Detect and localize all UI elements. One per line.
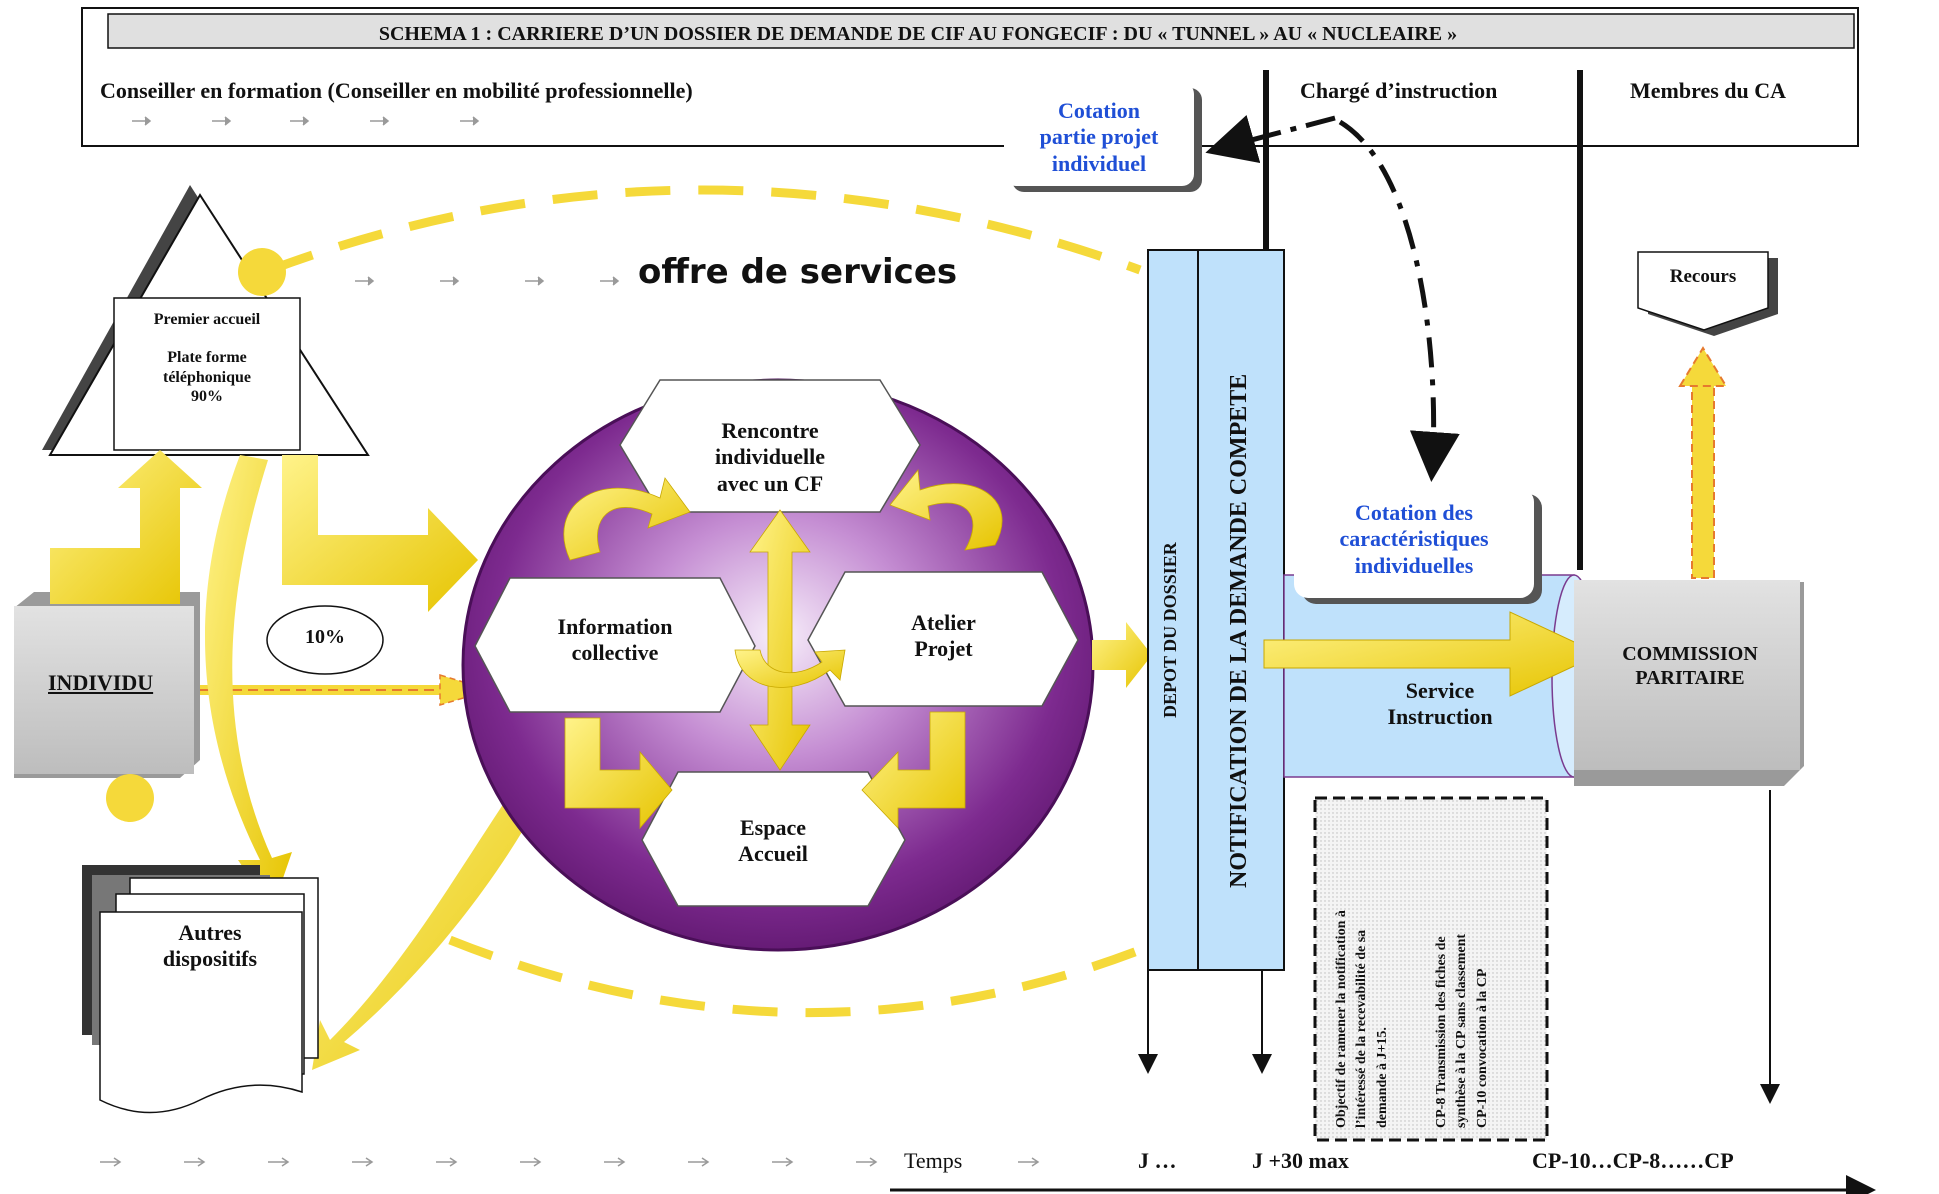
callout-cotation-caract-line3: individuelles xyxy=(1354,552,1474,578)
individu-label: INDIVIDU xyxy=(48,670,154,695)
hex-espace-label: Espace Accueil xyxy=(678,815,868,868)
individu-dashed-arrow xyxy=(200,673,493,707)
note-objectif-line2: l’intéressé de la recevabilité de sa xyxy=(1354,929,1370,1128)
atelier-line2: Projet xyxy=(914,636,973,662)
arrow-to-depot xyxy=(1092,622,1152,688)
header-frame xyxy=(81,7,1859,147)
yellow-block-arrows-left xyxy=(50,450,478,612)
commission-line2: PARITAIRE xyxy=(1635,667,1745,689)
callout-cotation-caract-line1: Cotation des xyxy=(1355,500,1473,525)
depot-notification-columns xyxy=(1147,249,1285,971)
ten-percent-label: 10% xyxy=(305,626,345,648)
timeline-cp: CP-10…CP-8……CP xyxy=(1532,1148,1734,1173)
role-membres-ca: Membres du CA xyxy=(1630,78,1787,103)
curve-arrow-back xyxy=(312,740,565,1070)
timeline-temps: Temps xyxy=(904,1148,963,1173)
curve-arrow-to-autres xyxy=(205,455,292,910)
hex-information-label: Information collective xyxy=(510,614,720,667)
diagram-title: SCHEMA 1 : CARRIERE D’UN DOSSIER DE DEMA… xyxy=(378,23,1458,45)
sphere-inner-arrows xyxy=(563,468,1003,830)
callout-cotation-projet-line3: individuel xyxy=(1051,150,1147,176)
telephonique-line: téléphonique xyxy=(162,368,251,386)
information-line1: Information xyxy=(557,614,673,639)
house-shape xyxy=(42,185,370,456)
rencontre-line1: Rencontre xyxy=(721,418,819,443)
note-objectif-line1: Objectif de ramener la notification à xyxy=(1334,910,1349,1128)
bottom-tab-arrows xyxy=(100,1157,1040,1167)
note-cp8-text: CP-8 Transmission des fiches de synthèse… xyxy=(1432,934,1493,1128)
autres-dispositifs-label: Autres dispositifs xyxy=(116,920,304,973)
callout-cotation-projet-line2: partie projet xyxy=(1039,124,1159,150)
recours-dashed-arrow xyxy=(1678,346,1728,579)
recours-shape xyxy=(1637,251,1778,336)
depot-du-dossier-label: DEPOT DU DOSSIER xyxy=(1160,542,1180,718)
hex-rencontre-label: Rencontre individuelle avec un CF xyxy=(660,418,880,497)
notification-label: NOTIFICATION DE LA DEMANDE COMPETE xyxy=(1226,373,1252,888)
hex-atelier-label: Atelier Projet xyxy=(845,610,1042,663)
information-line2: collective xyxy=(571,640,659,666)
note-box xyxy=(1313,796,1549,1142)
callout-cotation-caract-line2: caractéristiques xyxy=(1339,526,1489,552)
dashdot-arrow-to-cotation-caract xyxy=(1338,119,1460,482)
callout-cotation-projet: Cotation partie projet individuel xyxy=(1004,98,1194,177)
commission-paritaire-label: COMMISSION PARITAIRE xyxy=(1590,642,1790,690)
timeline-j30: J +30 max xyxy=(1252,1148,1349,1173)
timeline-j: J … xyxy=(1138,1148,1177,1173)
timeline-vertical-lines xyxy=(1138,70,1780,1104)
autres-line1: Autres xyxy=(178,920,242,945)
note-cp8-line1: CP-8 Transmission des fiches de xyxy=(1434,936,1449,1128)
note-objectif-line3: demande à J+15. xyxy=(1374,1027,1390,1128)
callout-cotation-projet-line1: Cotation xyxy=(1058,98,1140,123)
premier-accueil-line: Premier accueil xyxy=(153,311,261,328)
callout-boxes xyxy=(1004,82,1542,604)
role-charge-instruction: Chargé d’instruction xyxy=(1300,78,1498,103)
atelier-line1: Atelier xyxy=(911,610,976,635)
tab-arrows xyxy=(132,116,620,286)
recours-label: Recours xyxy=(1669,266,1737,287)
arrow-to-commission xyxy=(1263,611,1602,697)
ninety-percent-label: 90% xyxy=(191,387,223,405)
hexagons xyxy=(474,379,1079,907)
commission-line1: COMMISSION xyxy=(1622,643,1758,665)
offre-dashed-arc-top xyxy=(268,185,1142,275)
service-line1: Service xyxy=(1405,678,1475,703)
autres-line2: dispositifs xyxy=(162,946,258,972)
note-cp8-line2: synthèse à la CP sans classement xyxy=(1454,933,1470,1128)
role-conseiller: Conseiller en formation (Conseiller en m… xyxy=(100,78,693,103)
service-line2: Instruction xyxy=(1387,704,1493,730)
offre-dashed-arc-bottom xyxy=(448,935,1142,1018)
offre-de-services-label: offre de services xyxy=(638,252,958,292)
callout-cotation-caract: Cotation des caractéristiques individuel… xyxy=(1294,500,1534,579)
premier-accueil-label: Premier accueil Plate forme téléphonique… xyxy=(114,310,300,406)
commission-block xyxy=(1574,580,1804,786)
spacer xyxy=(114,329,300,348)
autres-dispositifs-stack xyxy=(82,865,319,1114)
service-instruction-label: Service Instruction xyxy=(1360,678,1520,731)
espace-line2: Accueil xyxy=(738,841,808,867)
note-cp8-line3: CP-10 convocation à la CP xyxy=(1474,968,1490,1128)
individu-block xyxy=(14,592,200,822)
dashdot-arrow-to-cotation-projet xyxy=(1205,114,1336,164)
espace-line1: Espace xyxy=(740,815,806,840)
ten-percent-ellipse xyxy=(266,605,384,675)
plateforme-line: Plate forme xyxy=(167,349,247,367)
note-objectif-text: Objectif de ramener la notification à l’… xyxy=(1332,910,1393,1128)
rencontre-line2: individuelle xyxy=(714,444,826,470)
rencontre-line3: avec un CF xyxy=(716,470,824,496)
